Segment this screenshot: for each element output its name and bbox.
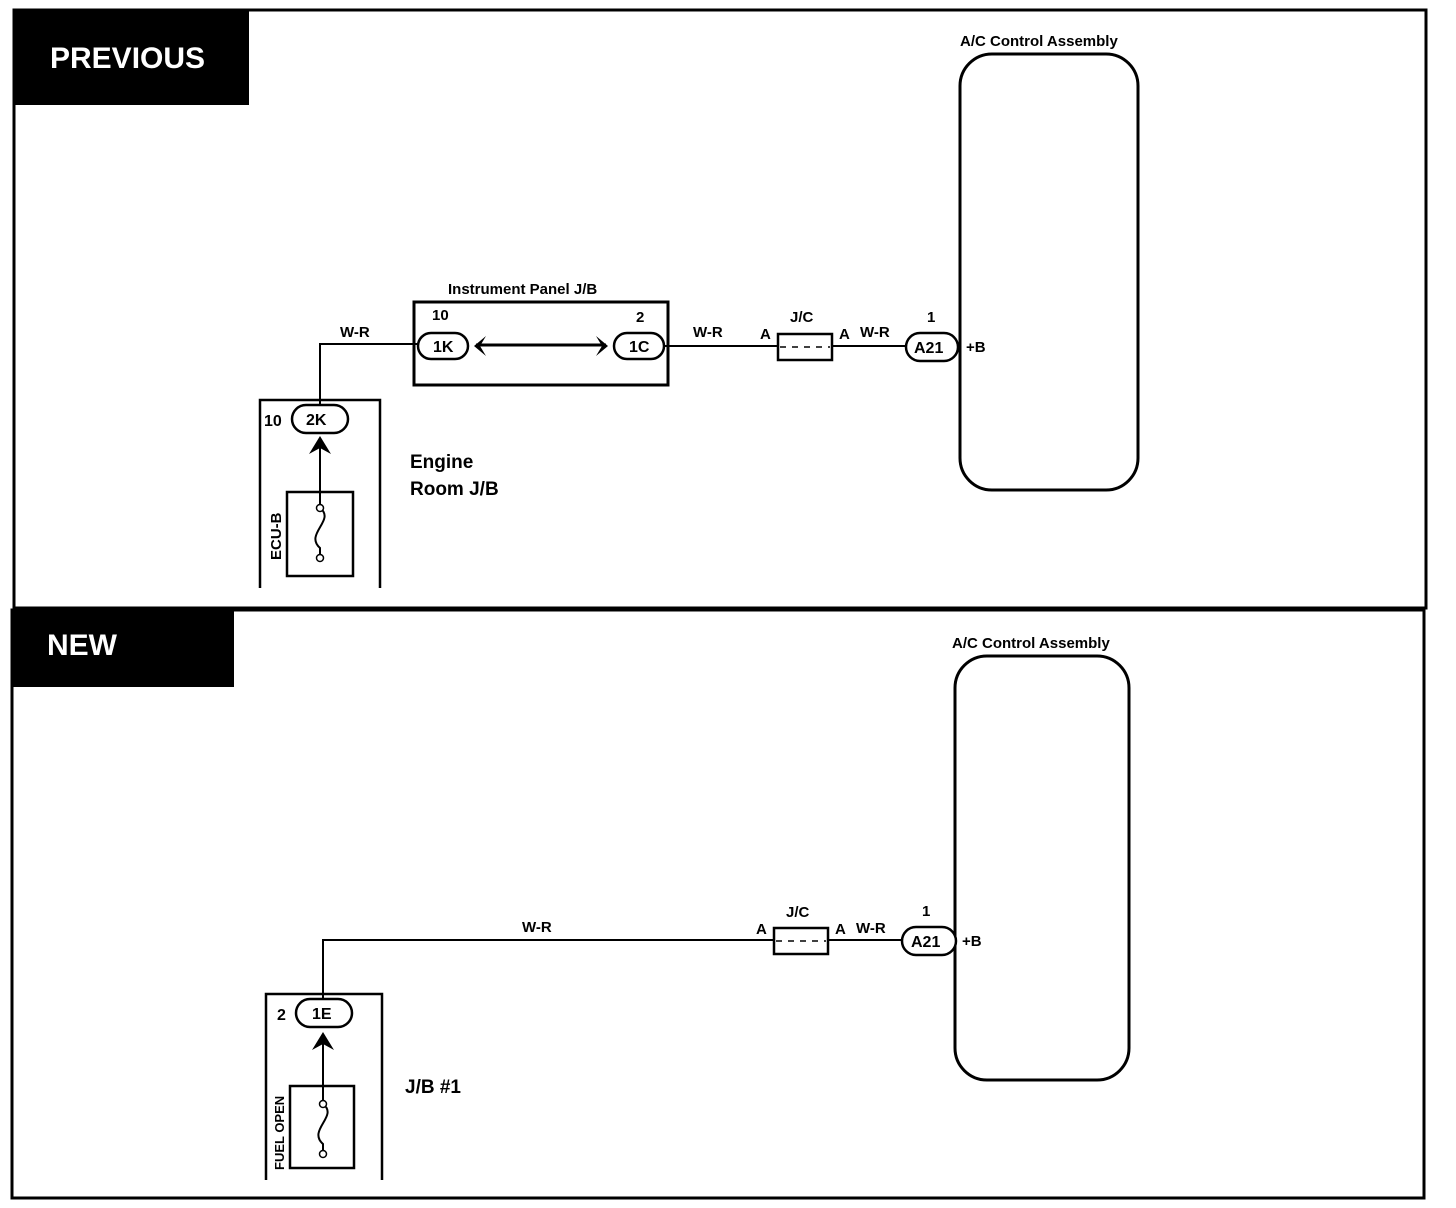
new-pin-a21: 1 xyxy=(922,903,930,920)
previous-fuse-icon xyxy=(314,507,326,556)
previous-connector-2k xyxy=(290,403,350,435)
previous-wire-engine-to-ipjb xyxy=(319,343,420,406)
new-wire-jb-to-jc xyxy=(322,939,776,998)
previous-engine-room-jb-box xyxy=(258,398,382,588)
previous-pin-2k: 10 xyxy=(264,413,282,430)
previous-connector-1k-arrow xyxy=(474,336,486,356)
new-fuse-box xyxy=(288,1084,356,1170)
new-fuse-terminal-bottom xyxy=(318,1149,328,1159)
previous-ac-title: A/C Control Assembly xyxy=(960,33,1118,50)
new-panel-frame xyxy=(10,608,1426,1200)
previous-jc-label: J/C xyxy=(790,309,814,326)
new-pin-1e: 2 xyxy=(277,1007,286,1024)
previous-engine-room-label-line2: Room J/B xyxy=(410,479,499,500)
previous-panel-frame xyxy=(12,8,1428,610)
previous-tag: PREVIOUS xyxy=(50,42,205,75)
new-connector-1e-arrow xyxy=(312,1032,334,1050)
previous-wire-label-2: W-R xyxy=(693,324,723,341)
new-ac-control-assembly xyxy=(953,654,1131,1082)
previous-jc-left-pin: A xyxy=(760,326,771,343)
new-wire-label-2: W-R xyxy=(856,920,886,937)
previous-fuse-label: ECU-B xyxy=(268,512,285,560)
new-jc-label: J/C xyxy=(786,904,810,921)
new-wire-label-1: W-R xyxy=(522,919,552,936)
new-fuse-terminal-top xyxy=(318,1099,328,1109)
previous-ac-control-assembly xyxy=(958,52,1140,492)
new-jb1-label: J/B #1 xyxy=(405,1077,461,1098)
previous-pin-1c: 2 xyxy=(636,309,644,326)
new-connector-a21-label: A21 xyxy=(911,934,940,951)
previous-plus-b: +B xyxy=(966,339,986,356)
previous-connector-2k-label: 2K xyxy=(306,412,327,429)
previous-ip-jb-title: Instrument Panel J/B xyxy=(448,281,597,298)
new-fuse-label: FUEL OPEN xyxy=(272,1096,287,1170)
previous-tag-background xyxy=(14,10,249,105)
previous-connector-a21 xyxy=(904,331,960,363)
previous-fuse-terminal-bottom xyxy=(315,553,325,563)
new-tag: NEW xyxy=(47,629,118,662)
new-jc-right-pin: A xyxy=(835,921,846,938)
previous-pin-a21: 1 xyxy=(927,309,935,326)
previous-connector-1c xyxy=(612,331,666,361)
new-jb1-box xyxy=(264,992,384,1180)
previous-connector-1c-label: 1C xyxy=(629,339,650,356)
previous-wire-label-1: W-R xyxy=(340,324,370,341)
new-plus-b: +B xyxy=(962,933,982,950)
new-jc-left-pin: A xyxy=(756,921,767,938)
new-connector-1e-label: 1E xyxy=(312,1006,332,1023)
previous-pin-1k: 10 xyxy=(432,307,449,324)
previous-connector-1k xyxy=(416,331,470,361)
new-fuse-icon xyxy=(317,1103,329,1152)
new-panel: NEW A/C Control Assembly W-R W-R J/C A A… xyxy=(10,608,1426,1200)
new-connector-a21 xyxy=(900,925,958,957)
previous-jc-right-pin: A xyxy=(839,326,850,343)
previous-fuse-box xyxy=(285,490,355,578)
previous-fuse-terminal-top xyxy=(315,503,325,513)
new-tag-background xyxy=(12,610,234,687)
previous-panel: PREVIOUS A/C Control Assembly Instrument… xyxy=(12,8,1428,610)
previous-engine-room-label-line1: Engine xyxy=(410,452,473,473)
previous-connector-a21-label: A21 xyxy=(914,340,943,357)
previous-connector-1k-label: 1K xyxy=(433,339,454,356)
previous-connector-2k-arrow xyxy=(309,436,331,454)
previous-connector-1c-arrow xyxy=(596,336,608,356)
previous-wire-label-3: W-R xyxy=(860,324,890,341)
new-ac-title: A/C Control Assembly xyxy=(952,635,1110,652)
new-connector-1e xyxy=(294,997,354,1029)
